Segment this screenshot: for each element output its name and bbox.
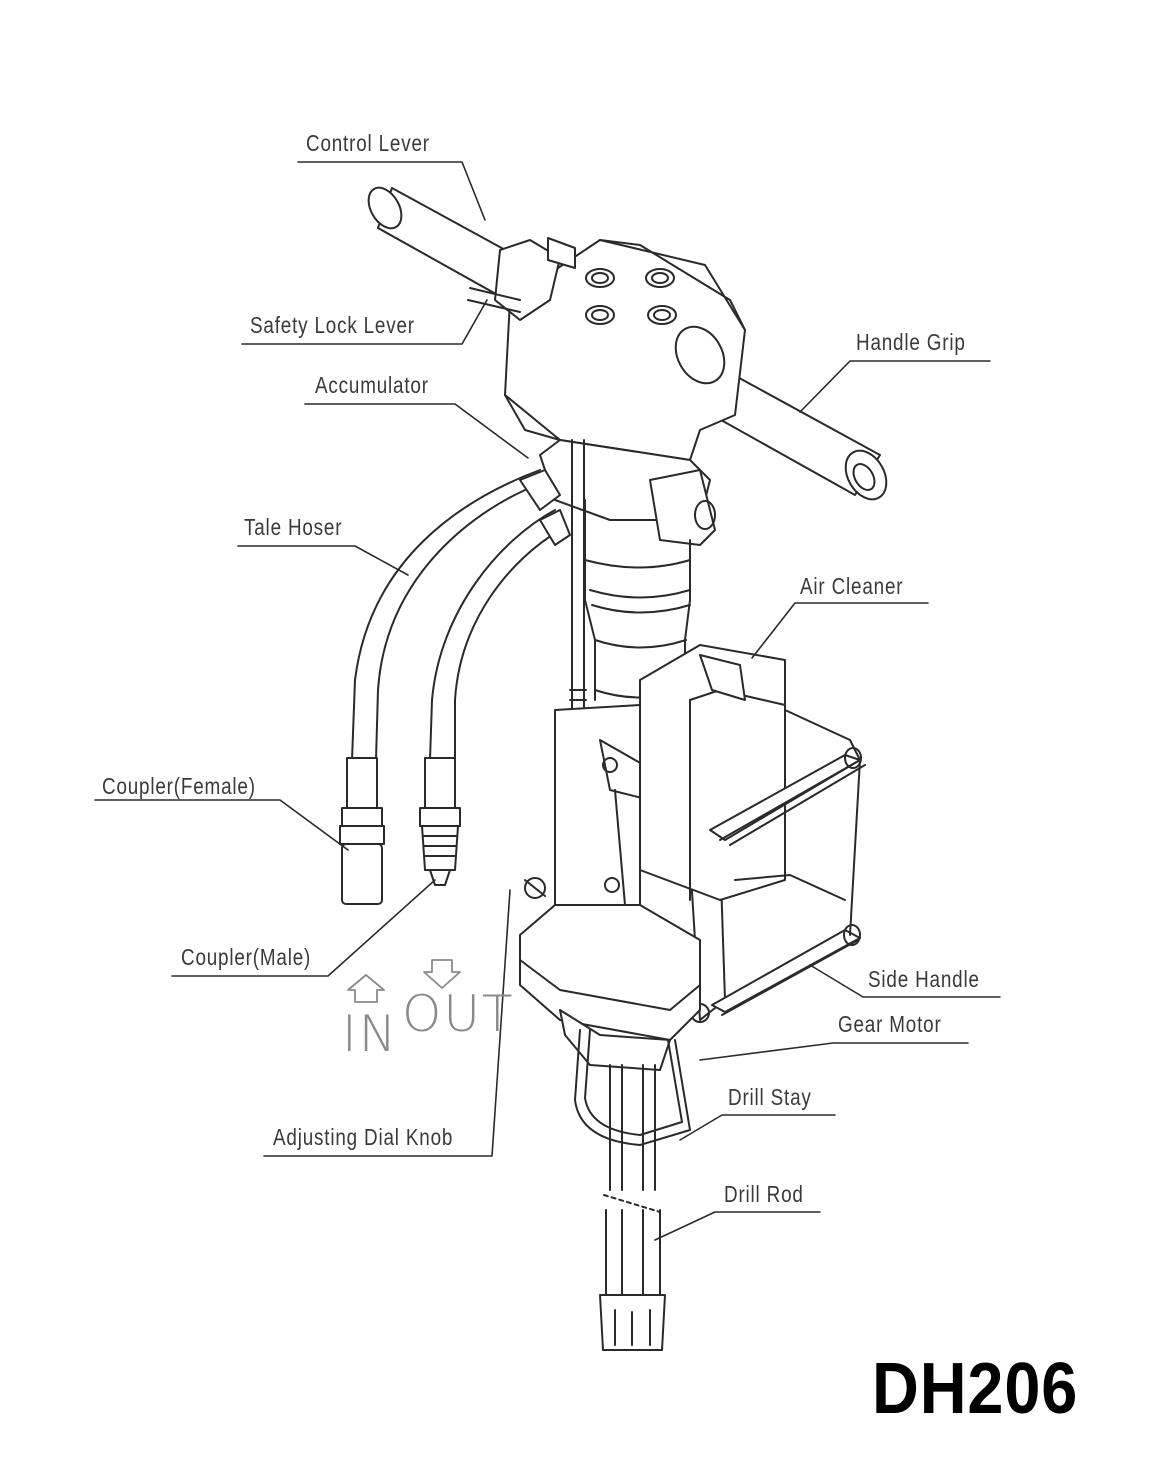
drill-stay-shape	[574, 1029, 691, 1146]
side-handle-cage	[709, 709, 866, 1016]
label-side-handle: Side Handle	[868, 966, 980, 992]
label-safety-lock-lever: Safety Lock Lever	[250, 312, 415, 338]
label-coupler-female: Coupler(Female)	[102, 773, 256, 799]
label-in: IN	[342, 1005, 399, 1063]
drill-rod-shape	[599, 1064, 666, 1351]
coupler-female-shape	[339, 757, 385, 905]
label-air-cleaner: Air Cleaner	[800, 573, 904, 599]
label-tale-hoser: Tale Hoser	[244, 514, 343, 540]
in-arrow-icon	[347, 974, 385, 1003]
label-drill-rod: Drill Rod	[724, 1181, 804, 1207]
valve-head	[467, 237, 746, 461]
hoses	[351, 469, 571, 761]
label-drill-stay: Drill Stay	[728, 1084, 812, 1110]
label-out: OUT	[402, 985, 515, 1043]
label-gear-motor: Gear Motor	[838, 1011, 942, 1037]
label-coupler-male: Coupler(Male)	[181, 944, 312, 970]
gear-base	[519, 877, 701, 1071]
leader-lines	[94, 161, 1001, 1241]
label-adjusting-dial-knob: Adjusting Dial Knob	[273, 1124, 454, 1150]
upper-body	[539, 439, 716, 701]
label-control-lever: Control Lever	[306, 130, 430, 156]
label-handle-grip: Handle Grip	[856, 329, 966, 355]
coupler-male-shape	[419, 757, 461, 886]
model-number: DH206	[872, 1349, 1079, 1429]
label-accumulator: Accumulator	[315, 372, 429, 398]
flow-arrows	[347, 959, 461, 1003]
air-cleaner-box	[639, 644, 786, 901]
out-arrow-icon	[423, 959, 461, 989]
